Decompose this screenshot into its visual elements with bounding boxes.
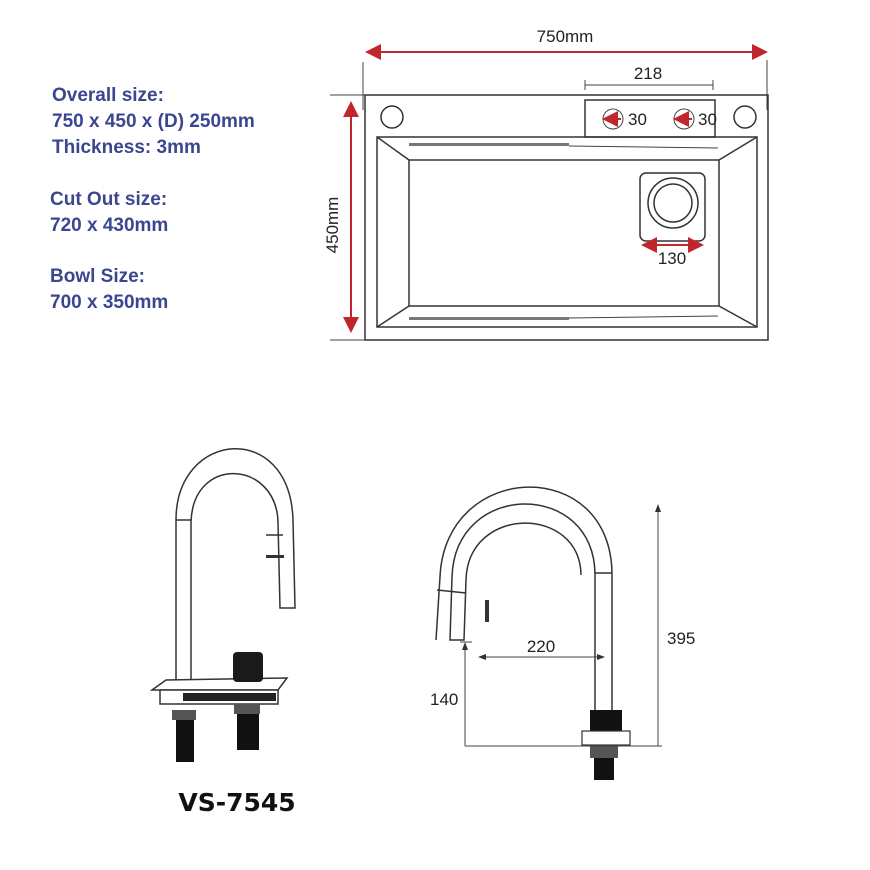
overall-size-value: 750 x 450 x (D) 250mm <box>52 111 255 132</box>
thickness-value: Thickness: 3mm <box>52 137 201 158</box>
faucet-side-view: 395 140 220 <box>430 486 695 780</box>
overall-size-label: Overall size: <box>52 85 164 106</box>
bowl-size-label: Bowl Size: <box>50 266 145 287</box>
hole-2-label: 30 <box>698 110 717 129</box>
tap-hole-left <box>380 105 404 129</box>
cutout-size-label: Cut Out size: <box>50 189 167 210</box>
drain-label: 130 <box>658 249 686 268</box>
reach-label: 220 <box>527 637 555 656</box>
tap-hole-right <box>733 105 757 129</box>
drain-inner <box>653 183 693 223</box>
faucet-height-label: 395 <box>667 629 695 648</box>
plate-width-label: 218 <box>634 64 662 83</box>
sink-height-label: 450mm <box>323 197 342 254</box>
sink-bowl: 130 <box>376 136 758 328</box>
cutout-size-value: 720 x 430mm <box>50 215 168 236</box>
drain-housing <box>639 172 706 242</box>
bowl-size-value: 700 x 350mm <box>50 292 168 313</box>
sink-outline <box>364 94 769 341</box>
sink-width-label: 750mm <box>537 27 594 46</box>
sink-top-view: 750mm 218 450mm 30 30 <box>323 27 769 341</box>
spout-height-label: 140 <box>430 690 458 709</box>
drain-outer <box>647 177 699 229</box>
model-number: VS-7545 <box>178 788 295 817</box>
faucet-perspective-view: VS-7545 <box>149 448 296 817</box>
spec-text-block: Overall size: 750 x 450 x (D) 250mm Thic… <box>50 85 255 313</box>
hole-1-label: 30 <box>628 110 647 129</box>
faucet-knob <box>233 652 263 682</box>
